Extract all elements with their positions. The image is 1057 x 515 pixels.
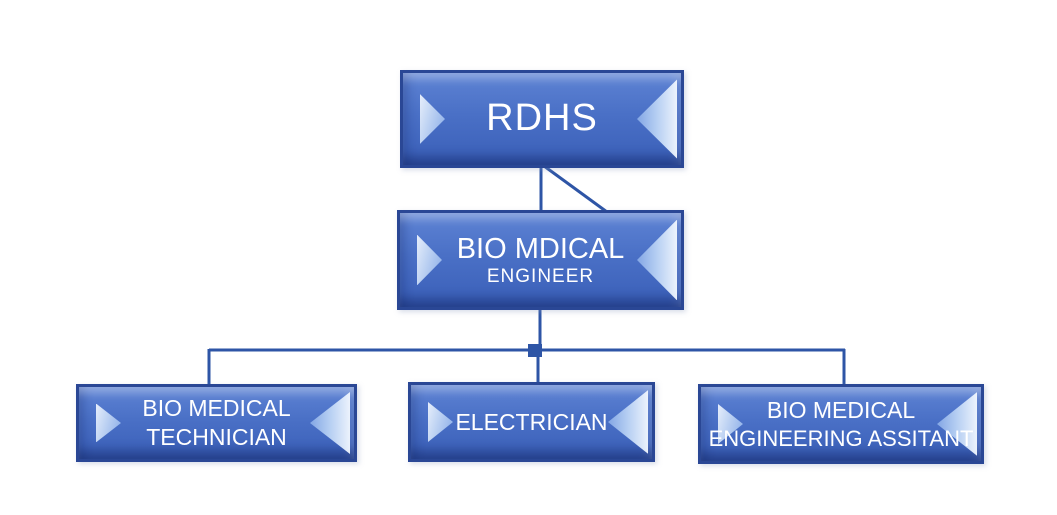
node-label: BIO MDICAL [456, 232, 625, 265]
connector-rdhs-engineer-diagonal [543, 164, 608, 214]
bevel-highlight-left [417, 234, 442, 286]
org-node-bio-medical-engineering-assistant: BIO MEDICAL ENGINEERING ASSITANT [698, 384, 984, 464]
node-sublabel: ENGINEER [486, 266, 595, 288]
bevel-highlight-right [637, 219, 677, 301]
bevel-highlight-left [96, 403, 121, 443]
org-node-bio-medical-engineer: BIO MDICAL ENGINEER [397, 210, 684, 310]
node-sublabel: ENGINEERING ASSITANT [708, 425, 974, 451]
node-label: RDHS [486, 97, 598, 140]
bevel-highlight-right [637, 79, 677, 159]
bevel-highlight-left [420, 94, 445, 144]
org-node-rdhs: RDHS [400, 70, 684, 168]
connector-junction-node [528, 344, 542, 357]
bevel-highlight-left [428, 402, 453, 442]
org-node-bio-medical-technician: BIO MEDICAL TECHNICIAN [76, 384, 357, 462]
node-label: BIO MEDICAL [766, 396, 916, 423]
org-node-electrician: ELECTRICIAN [408, 382, 655, 462]
bevel-highlight-right [310, 392, 350, 454]
bevel-highlight-right [608, 390, 648, 454]
node-label: BIO MEDICAL [142, 395, 291, 422]
node-sublabel: TECHNICIAN [146, 424, 287, 450]
node-label: ELECTRICIAN [455, 408, 608, 435]
